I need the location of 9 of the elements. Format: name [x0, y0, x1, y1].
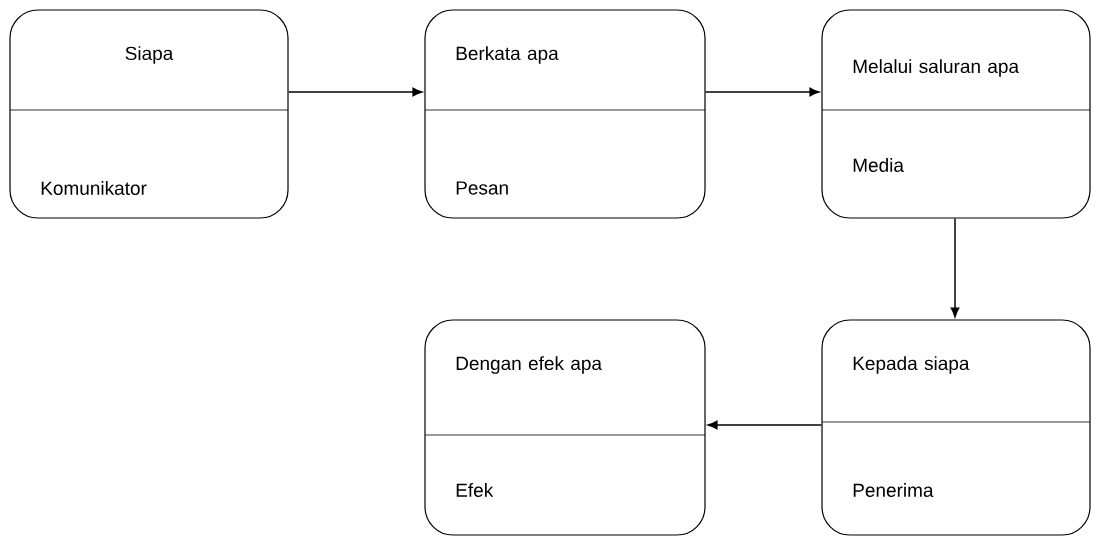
process-box: Kepada siapa Penerima	[821, 319, 1091, 536]
process-box: Siapa Komunikator	[9, 9, 289, 219]
process-box: Melalui saluran apa Media	[821, 9, 1091, 219]
process-box: Berkata apa Pesan	[424, 9, 706, 219]
arrow	[704, 87, 820, 97]
arrow	[707, 420, 823, 430]
arrow	[950, 217, 960, 318]
process-box: Dengan efek apa Efek	[424, 319, 706, 536]
arrow	[287, 87, 423, 97]
